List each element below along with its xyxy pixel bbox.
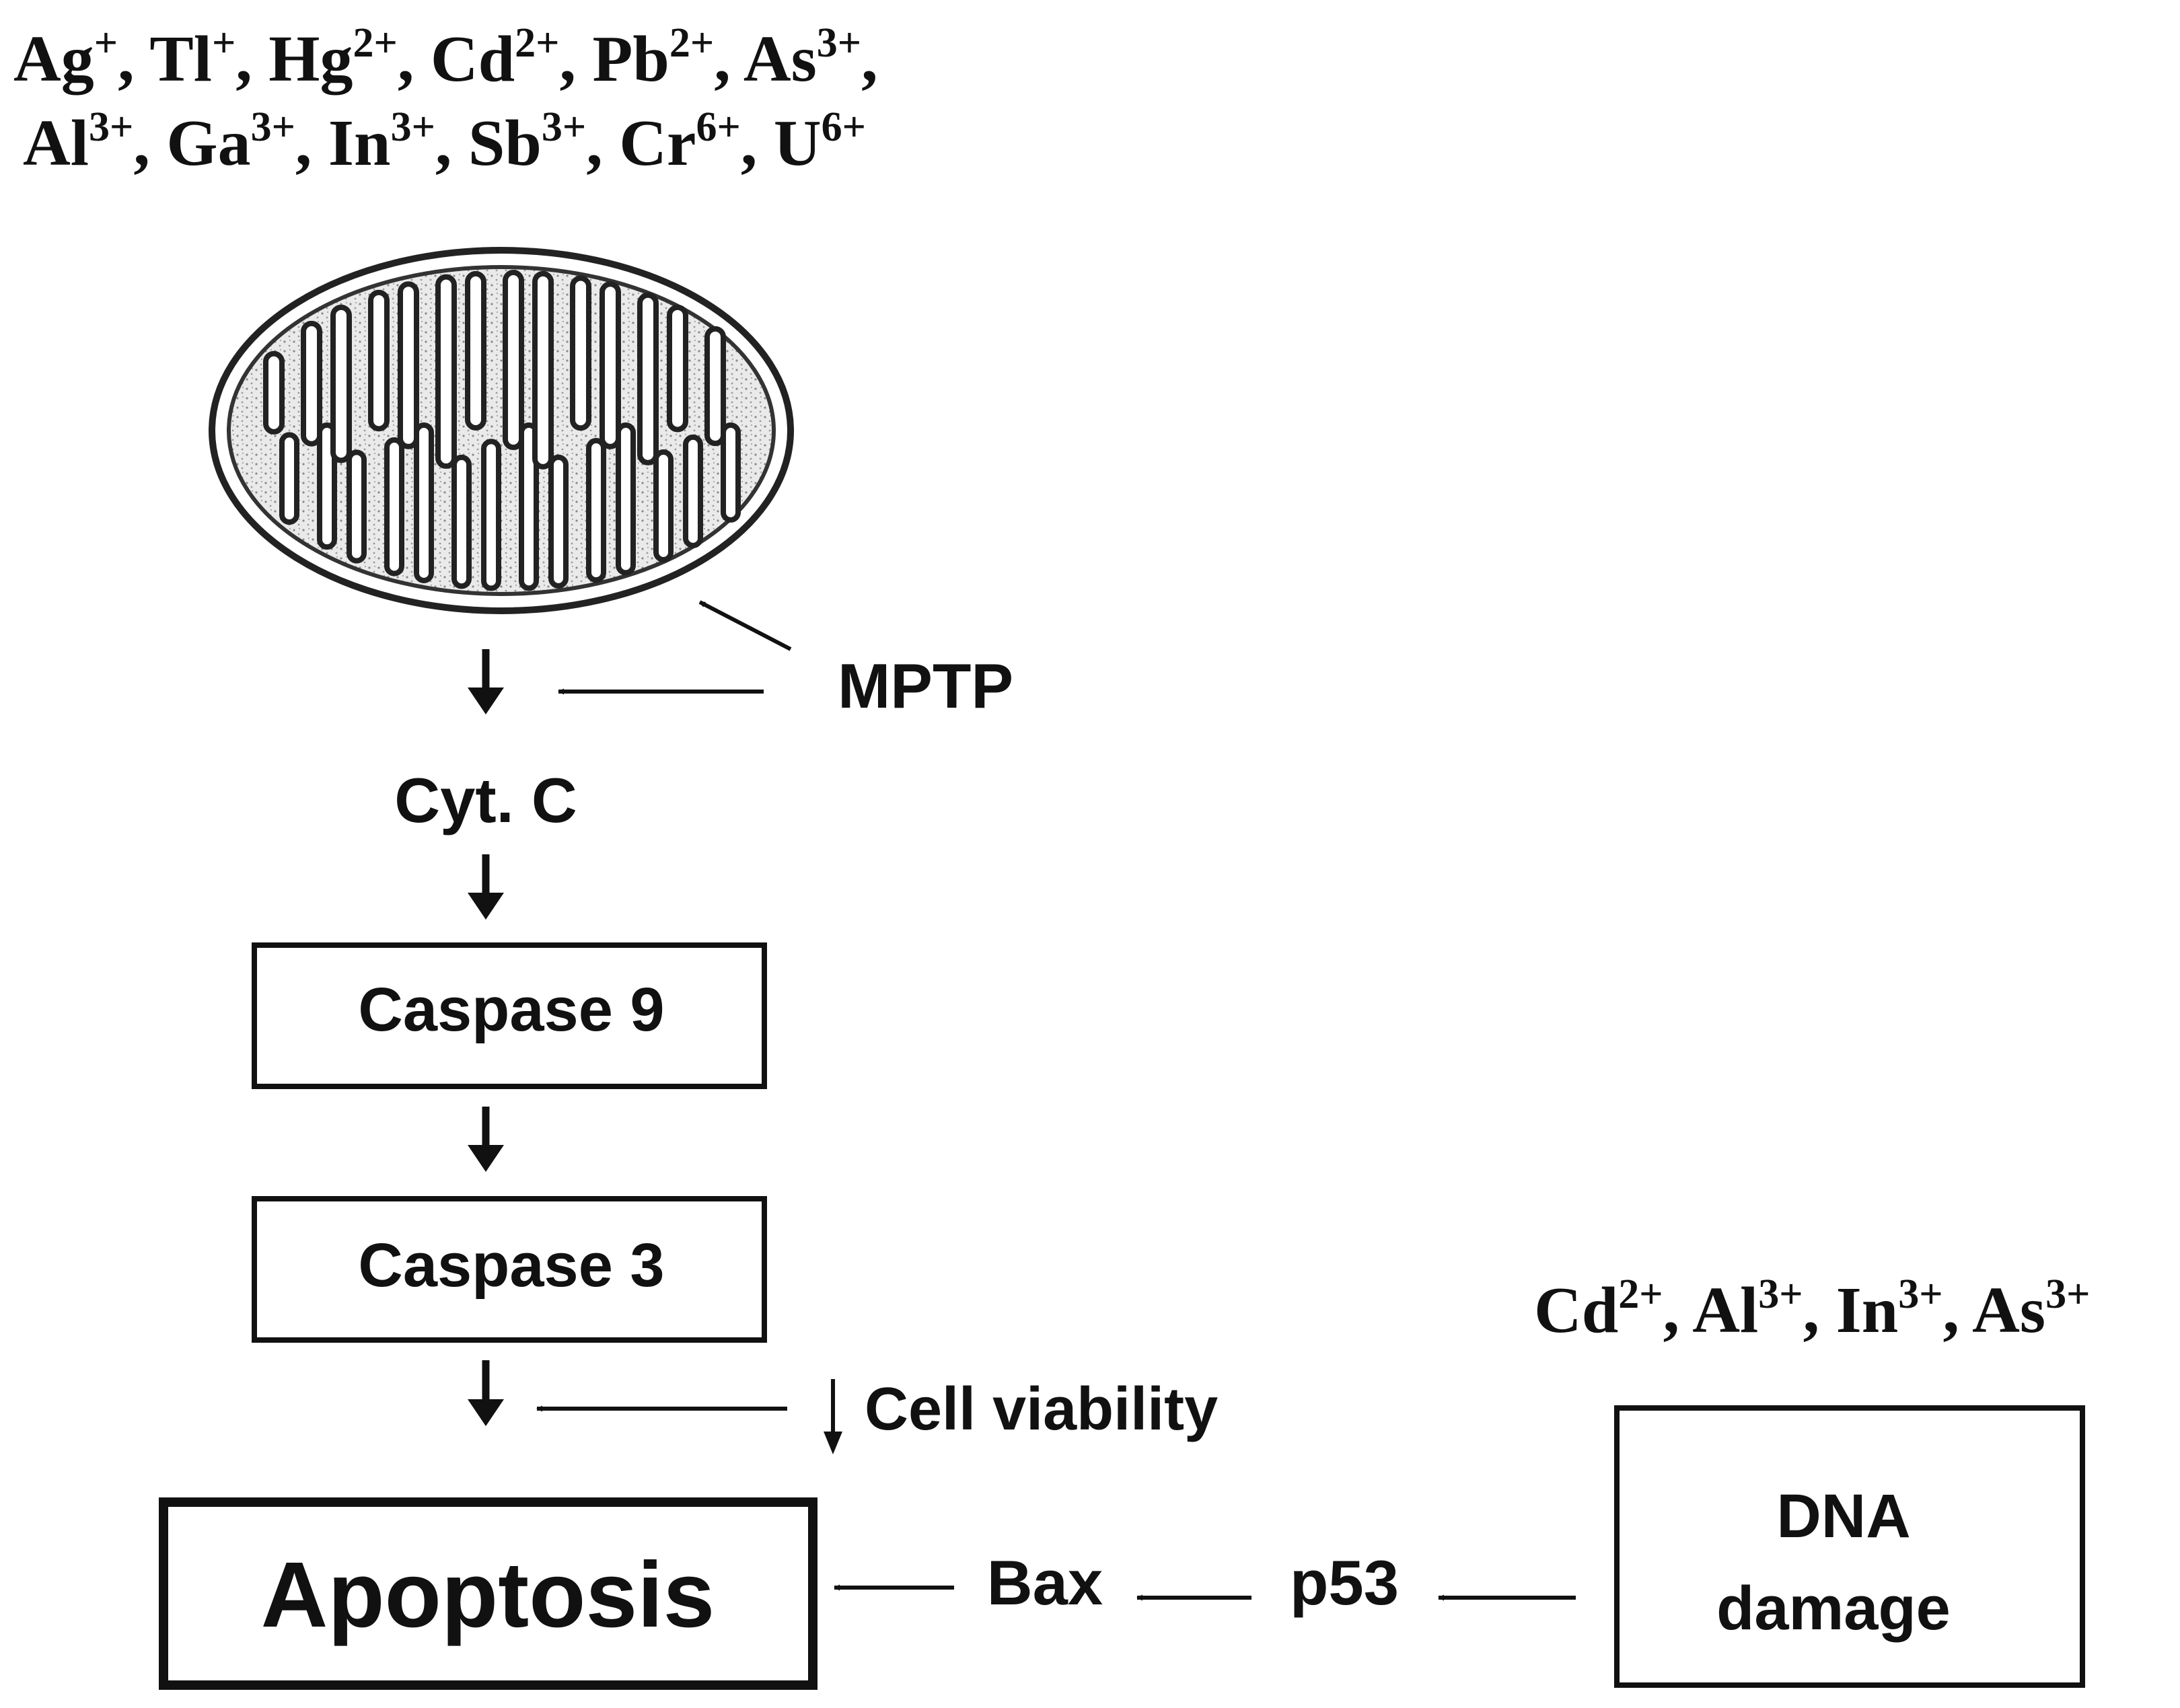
damage-label: damage xyxy=(1716,1574,1951,1643)
caspase-9-box xyxy=(252,942,767,1089)
ion-charge: + xyxy=(94,20,118,66)
crista-fold xyxy=(451,454,472,589)
ion-charge: 2+ xyxy=(353,20,398,66)
ion-charge: 3+ xyxy=(1898,1271,1942,1317)
crista-fold xyxy=(616,422,636,576)
ion-symbol: Cr xyxy=(619,107,696,180)
dna-label: DNA xyxy=(1776,1482,1910,1551)
ion-symbol: Cd xyxy=(431,23,515,96)
ion-charge: 3+ xyxy=(817,20,861,66)
down-arrow-icon xyxy=(468,649,504,714)
decrease-arrow-icon xyxy=(824,1379,842,1454)
dna-damage-metal-ions: Cd2+, Al3+, In3+, As3+ xyxy=(1534,1271,2090,1347)
bax-label: Bax xyxy=(987,1547,1103,1618)
crista-fold xyxy=(465,270,486,431)
ion-charge: 3+ xyxy=(391,104,435,150)
mptp-label: MPTP xyxy=(838,651,1013,721)
crista-fold xyxy=(368,289,390,432)
ion-symbol: As xyxy=(1972,1274,2045,1347)
ion-charge: 3+ xyxy=(1758,1271,1803,1317)
ion-charge: 6+ xyxy=(822,104,866,150)
caspase-3-box xyxy=(252,1196,767,1343)
crista-fold xyxy=(653,449,674,563)
cyt-c-label: Cyt. C xyxy=(394,765,577,836)
crista-fold xyxy=(301,320,322,447)
crista-fold xyxy=(481,439,501,591)
down-arrow-icon xyxy=(468,854,504,920)
ion-symbol: Ag xyxy=(13,23,94,96)
crista-fold xyxy=(263,350,285,435)
crista-fold xyxy=(586,438,606,583)
crista-fold xyxy=(519,422,539,591)
crista-fold xyxy=(347,449,367,564)
p53-label: p53 xyxy=(1290,1547,1399,1618)
crista-fold xyxy=(435,274,457,469)
crista-fold xyxy=(548,454,569,589)
ion-symbol: Al xyxy=(1692,1274,1758,1347)
ion-symbol: Al xyxy=(23,107,89,180)
ion-charge: 6+ xyxy=(696,104,741,150)
ion-symbol: Ga xyxy=(166,107,250,180)
ion-charge: 2+ xyxy=(1618,1271,1663,1317)
crista-fold xyxy=(330,304,352,463)
crista-fold xyxy=(667,304,688,433)
crista-fold xyxy=(279,432,299,525)
ion-charge: 2+ xyxy=(515,20,559,66)
metal-ions-line-1: Ag+, Tl+, Hg2+, Cd2+, Pb2+, As3+, xyxy=(13,20,878,96)
apoptosis-box xyxy=(159,1497,818,1690)
crista-fold xyxy=(637,292,659,466)
ion-symbol: In xyxy=(328,107,391,180)
apoptosis-label: Apoptosis xyxy=(261,1543,715,1647)
ion-charge: 2+ xyxy=(669,20,714,66)
ion-charge: 3+ xyxy=(89,104,133,150)
ion-charge: + xyxy=(212,20,235,66)
crista-fold xyxy=(503,270,524,451)
crista-fold xyxy=(398,281,419,449)
dna-damage-box xyxy=(1614,1405,2085,1688)
ion-symbol: Cd xyxy=(1534,1274,1618,1347)
metal-ions-line-2: Al3+, Ga3+, In3+, Sb3+, Cr6+, U6+ xyxy=(23,104,866,180)
ion-symbol: Sb xyxy=(468,107,542,180)
cell-viability-label: Cell viability xyxy=(865,1376,1218,1443)
mitochondrion-icon xyxy=(209,247,794,614)
crista-fold xyxy=(384,437,404,577)
mptp-to-mitochondrion-arrow xyxy=(698,600,792,651)
down-arrow-icon xyxy=(468,1107,504,1172)
crista-fold xyxy=(414,422,434,583)
crista-fold xyxy=(317,422,337,550)
crista-fold xyxy=(704,326,726,447)
caspase-3-label: Caspase 3 xyxy=(358,1231,664,1300)
ion-charge: 3+ xyxy=(2045,1271,2090,1317)
ion-charge: 3+ xyxy=(542,104,586,150)
crista-fold xyxy=(532,270,554,470)
ion-charge: 3+ xyxy=(251,104,295,150)
crista-fold xyxy=(721,422,741,523)
caspase-9-label: Caspase 9 xyxy=(358,975,664,1044)
ion-symbol: Pb xyxy=(593,23,669,96)
crista-fold xyxy=(600,281,621,449)
crista-fold xyxy=(683,434,703,548)
ion-symbol: In xyxy=(1836,1274,1899,1347)
ion-symbol: Tl xyxy=(149,23,212,96)
ion-symbol: Hg xyxy=(268,23,353,96)
ion-symbol: As xyxy=(743,23,817,96)
down-arrow-icon xyxy=(468,1360,504,1426)
crista-fold xyxy=(570,275,591,431)
ion-symbol: U xyxy=(774,107,822,180)
